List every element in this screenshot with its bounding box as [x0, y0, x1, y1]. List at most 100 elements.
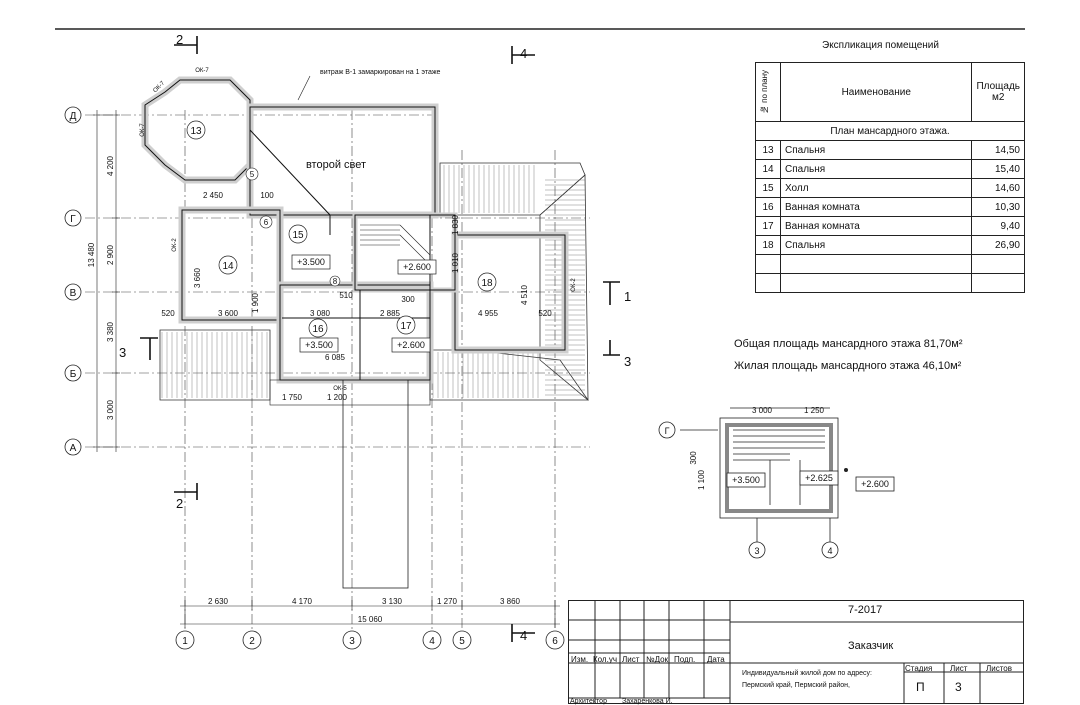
dim-inner-3080: 3 080 — [310, 309, 331, 318]
node-mark-8: 8 — [333, 277, 338, 286]
room-number-14: 14 — [222, 261, 234, 272]
stamp-stage: П — [916, 680, 925, 694]
fragment-axis-3: 3 — [754, 546, 759, 556]
dim-left-3380: 3 380 — [106, 321, 115, 342]
dim-inner-3660: 3 660 — [193, 267, 202, 288]
dim-inner-6085: 6 085 — [325, 353, 346, 362]
node-mark-6: 6 — [264, 218, 269, 227]
explication-title: Экспликация помещений — [822, 40, 939, 51]
dim-bottom-3130: 3 130 — [382, 597, 403, 606]
living-area: Жилая площадь мансардного этажа 46,10м² — [734, 360, 962, 372]
fragment-dim-1250: 1 250 — [804, 406, 825, 415]
dim-inner-1200: 1 200 — [327, 393, 348, 402]
stamp-header-sign: Подп. — [674, 655, 696, 664]
dim-inner-1830: 1 830 — [451, 214, 460, 235]
dim-inner-4955: 4 955 — [478, 309, 499, 318]
stamp-customer: Заказчик — [848, 640, 894, 652]
axis-label-g: Г — [70, 214, 76, 225]
title-block — [568, 600, 1024, 704]
dim-inner-2885: 2 885 — [380, 309, 401, 318]
explication-section-row: План мансардного этажа. — [755, 121, 1025, 141]
fragment-dim-300: 300 — [689, 451, 698, 465]
dim-inner-3600: 3 600 — [218, 309, 239, 318]
cut-mark-3-right: 3 — [624, 354, 631, 369]
stamp-architect-name: Захаренкова И. — [622, 698, 673, 705]
table-row-empty — [755, 254, 1025, 274]
dim-inner-510: 510 — [339, 291, 353, 300]
axis-label-d: Д — [70, 111, 77, 122]
axis-label-a: А — [70, 443, 77, 454]
fragment-dim-1100: 1 100 — [697, 469, 706, 490]
vitrage-note: витраж В-1 замаркирован на 1 этаже — [320, 69, 441, 76]
window-mark-ok7-a: ОК-7 — [195, 68, 209, 74]
axis-label-6: 6 — [552, 636, 558, 647]
stamp-architect-label: Архитектор — [570, 698, 607, 705]
explication-header-row: № по плану Наименование Площадь м2 — [755, 62, 1025, 122]
dim-bottom-4170: 4 170 — [292, 597, 313, 606]
axis-label-b: Б — [70, 369, 77, 380]
stamp-code: 7-2017 — [848, 604, 883, 616]
total-area: Общая площадь мансардного этажа 81,70м² — [734, 338, 963, 350]
level-mark-b: +2.600 — [403, 262, 431, 272]
dim-bottom-total: 15 060 — [358, 615, 383, 624]
dim-left-3000: 3 000 — [106, 399, 115, 420]
header-name: Наименование — [779, 62, 973, 122]
axis-label-4: 4 — [429, 636, 435, 647]
dim-left-4200: 4 200 — [106, 155, 115, 176]
dim-bottom-1270: 1 270 — [437, 597, 458, 606]
window-mark-ok2-a: ОК-2 — [172, 238, 178, 252]
room-number-17: 17 — [400, 321, 412, 332]
stamp-sheet-label: Лист — [950, 664, 968, 673]
dim-inner-4510: 4 510 — [520, 284, 529, 305]
cut-mark-3-left: 3 — [119, 345, 126, 360]
window-mark-ok2-b: ОК-2 — [571, 278, 577, 292]
axis-label-1: 1 — [182, 636, 188, 647]
fragment-level-a: +3.500 — [732, 475, 760, 485]
dim-bottom-3860: 3 860 — [500, 597, 521, 606]
cut-mark-2-bottom: 2 — [176, 496, 183, 511]
table-row-empty — [755, 273, 1025, 293]
cut-mark-2-top: 2 — [176, 32, 183, 47]
dim-inner-100: 100 — [260, 191, 274, 200]
dim-left-2900: 2 900 — [106, 244, 115, 265]
dim-inner-1010: 1 010 — [451, 252, 460, 273]
explication-table: № по плану Наименование Площадь м2 План … — [755, 62, 1025, 293]
section-title: План мансардного этажа. — [755, 121, 1025, 141]
dim-bottom-2630: 2 630 — [208, 597, 229, 606]
level-mark-a: +3.500 — [297, 257, 325, 267]
cut-mark-4-bottom: 4 — [520, 628, 527, 643]
fragment-level-b: +2.625 — [805, 473, 833, 483]
dim-inner-520-a: 520 — [161, 309, 175, 318]
axis-label-2: 2 — [249, 636, 255, 647]
fragment-axis-4: 4 — [827, 546, 832, 556]
stamp-sheets-label: Листов — [986, 664, 1012, 673]
axis-label-5: 5 — [459, 636, 465, 647]
window-mark-ok5: ОК-5 — [333, 386, 347, 392]
stamp-header-doc: №Док — [646, 655, 669, 664]
axis-label-3: 3 — [349, 636, 355, 647]
axis-label-v: В — [70, 288, 77, 299]
stamp-header-date: Дата — [707, 655, 725, 664]
level-mark-d: +2.600 — [397, 340, 425, 350]
cut-mark-1-a: 1 — [624, 289, 631, 304]
stamp-sheet: 3 — [955, 680, 962, 694]
node-mark-5: 5 — [250, 170, 255, 179]
window-mark-ok7-c: ОК-7 — [140, 123, 146, 137]
fragment-level-c: +2.600 — [861, 479, 889, 489]
fragment-axis-g: Г — [665, 426, 670, 436]
stamp-stage-label: Стадия — [905, 664, 933, 673]
header-area: Площадь м2 — [971, 62, 1025, 122]
dim-inner-300: 300 — [401, 295, 415, 304]
room-number-13: 13 — [190, 126, 202, 137]
stamp-desc-1: Индивидуальный жилой дом по адресу: — [742, 670, 872, 677]
room-number-15: 15 — [292, 230, 304, 241]
stamp-desc-2: Пермский край, Пермский район, — [742, 682, 850, 689]
stamp-header-list: Лист — [622, 655, 640, 664]
header-no: № по плану — [755, 62, 781, 122]
